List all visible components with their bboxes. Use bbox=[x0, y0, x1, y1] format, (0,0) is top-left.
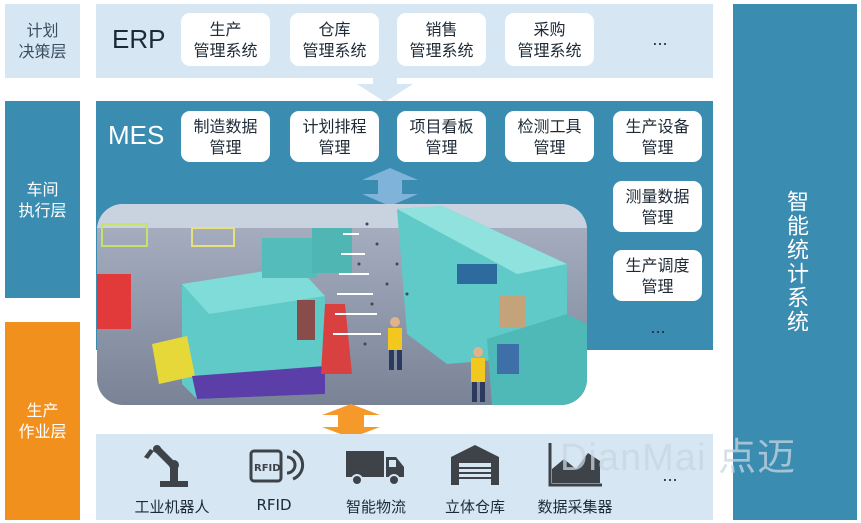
mes-module-dispatch: 生产调度 管理 bbox=[613, 250, 702, 301]
rfid-tag-icon: RFID bbox=[249, 449, 305, 483]
erp-module-sales: 销售 管理系统 bbox=[397, 13, 486, 66]
data-chart-icon bbox=[548, 443, 602, 487]
device-label-rfid: RFID bbox=[256, 496, 292, 514]
erp-module-production: 生产 管理系统 bbox=[181, 13, 270, 66]
mes-module-equipment: 生产设备 管理 bbox=[613, 111, 702, 162]
mes-module-kanban: 项目看板 管理 bbox=[397, 111, 486, 162]
robot-arm-icon bbox=[144, 445, 188, 487]
scene-field-arrow bbox=[322, 404, 380, 438]
factory-scene-illustration bbox=[97, 204, 587, 405]
layer-label-field: 生产 作业层 bbox=[5, 322, 80, 520]
device-label-logistics: 智能物流 bbox=[345, 498, 406, 516]
layer-label-planning: 计划 决策层 bbox=[5, 4, 80, 78]
erp-module-purchase: 采购 管理系统 bbox=[505, 13, 594, 66]
mes-title: MES bbox=[108, 120, 165, 150]
device-label-data-collector: 数据采集器 bbox=[537, 498, 613, 516]
device-label-robot: 工业机器人 bbox=[134, 498, 210, 516]
mes-module-manufacturing-data: 制造数据 管理 bbox=[181, 111, 270, 162]
erp-mes-arrow bbox=[357, 74, 413, 102]
warehouse-icon bbox=[451, 445, 499, 485]
devices-more: ... bbox=[662, 466, 678, 485]
layer-label-workshop: 车间 执行层 bbox=[5, 101, 80, 298]
watermark-logo: DianMai 点迈 bbox=[560, 437, 796, 479]
mes-module-scheduling: 计划排程 管理 bbox=[290, 111, 379, 162]
statistics-system-label: 智能统计系统 bbox=[783, 190, 808, 334]
device-label-warehouse: 立体仓库 bbox=[444, 498, 505, 516]
erp-title: ERP bbox=[112, 24, 166, 54]
field-band bbox=[96, 434, 713, 520]
mes-module-measurement-data: 测量数据 管理 bbox=[613, 181, 702, 232]
statistics-system-bar: 智能统计系统 bbox=[733, 4, 857, 520]
svg-text:RFID: RFID bbox=[254, 463, 281, 474]
erp-module-warehouse: 仓库 管理系统 bbox=[290, 13, 379, 66]
erp-more: ... bbox=[652, 30, 668, 49]
mes-more: ... bbox=[650, 318, 666, 337]
mes-scene-arrow bbox=[362, 168, 418, 206]
delivery-truck-icon bbox=[346, 451, 404, 486]
mes-module-inspection-tools: 检测工具 管理 bbox=[505, 111, 594, 162]
